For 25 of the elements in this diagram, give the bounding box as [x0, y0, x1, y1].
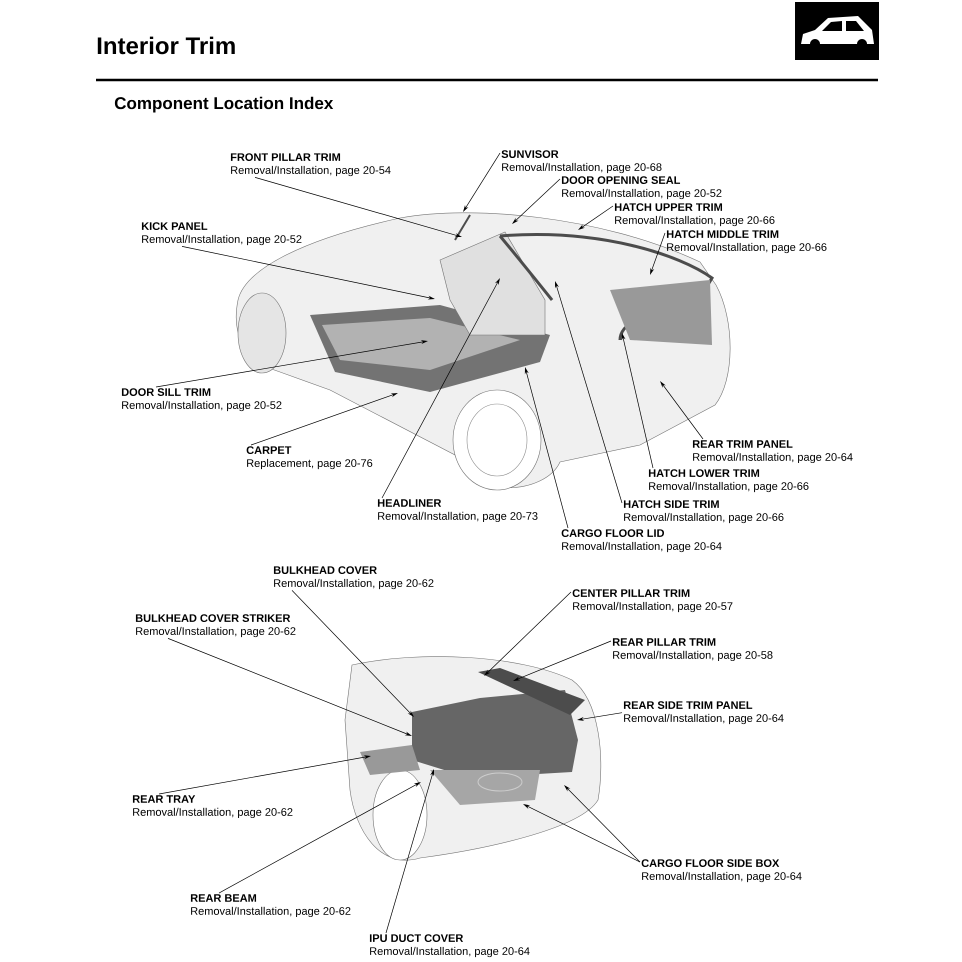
callout-label: REAR SIDE TRIM PANEL Removal/Installation, page 20-64 [624, 701, 784, 724]
callout-label: BULKHEAD COVER Removal/Installation, page 20-62 [274, 566, 434, 590]
callout-label: KICK PANEL Removal/Installation, page 20-52 [142, 222, 302, 246]
callout-label: IPU DUCT COVER Removal/Installation, page 20-64 [370, 934, 530, 958]
callout-label: CENTER PILLAR TRIM Removal/Installation, page 20-57 [572, 589, 732, 612]
callout-label: HATCH SIDE TRIM Removal/Installation, page 20-66 [624, 500, 784, 524]
callout-label: HATCH MIDDLE TRIM Removal/Installation, page 20-66 [666, 230, 826, 254]
callout-label: REAR BEAM Removal/Installation, page 20-62 [190, 894, 350, 918]
section-heading: Component Location Index [114, 96, 334, 113]
callout-label: REAR TRIM PANEL Removal/Installation, page 20-64 [692, 440, 853, 464]
callout-label: HATCH LOWER TRIM Removal/Installation, page 20-66 [648, 469, 808, 492]
callout-label: REAR TRAY Removal/Installation, page 20-62 [132, 795, 292, 818]
callout-label: CARPET Replacement, page 20-76 [246, 446, 372, 470]
callout-label: CARGO FLOOR LID Removal/Installation, page 20-64 [562, 529, 722, 552]
callout-label: DOOR SILL TRIM Removal/Installation, page 20-52 [122, 388, 282, 412]
callout-label: SUNVISOR Removal/Installation, page 20-68 [502, 150, 662, 174]
callout-label: HEADLINER Removal/Installation, page 20-73 [378, 499, 538, 522]
callout-label: FRONT PILLAR TRIM Removal/Installation, page 20-54 [230, 153, 391, 176]
callout-label: HATCH UPPER TRIM Removal/Installation, page 20-66 [614, 203, 774, 226]
cargo-area-drawing [344, 656, 602, 860]
callout-label: REAR PILLAR TRIM Removal/Installation, page 20-58 [612, 638, 772, 662]
callout-label: BULKHEAD COVER STRIKER Removal/Installation, page 20-62 [136, 614, 296, 638]
callout-label: CARGO FLOOR SIDE BOX Removal/Installation, page 20-64 [642, 859, 802, 882]
page-title: Interior Trim [98, 36, 235, 54]
callout-label: DOOR OPENING SEAL Removal/Installation, page 20-52 [562, 176, 722, 200]
